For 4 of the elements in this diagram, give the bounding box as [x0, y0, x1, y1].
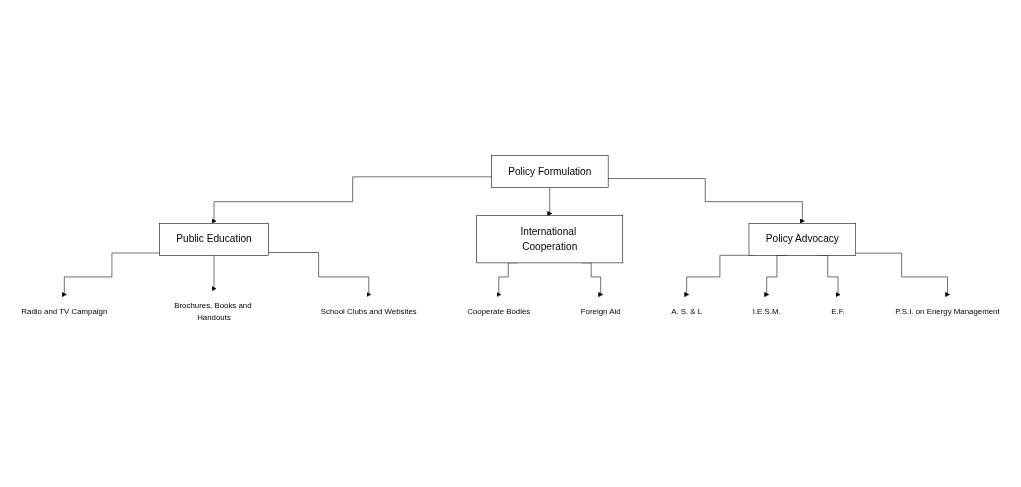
node-box: Public Education	[159, 223, 269, 256]
node-box: Policy Formulation	[491, 155, 609, 188]
node-box: International Cooperation	[476, 215, 624, 264]
node-box: Policy Advocacy	[748, 223, 856, 256]
